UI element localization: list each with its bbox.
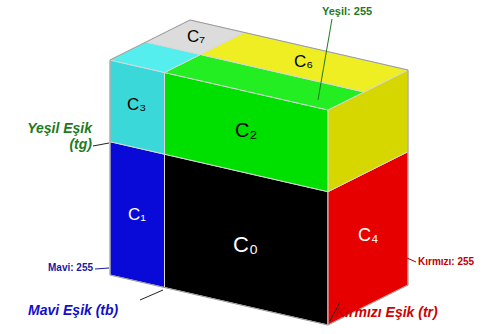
leader-line (407, 258, 416, 262)
cube-cell (201, 33, 409, 93)
leader-line (318, 19, 332, 100)
cell-label: C₂ (235, 119, 257, 142)
cell-label: C₄ (358, 225, 378, 246)
axis-max-label: Mavi: 255 (48, 262, 93, 274)
threshold-label: Yeşil Eşik (tg) (14, 120, 92, 152)
cell-label: C₇ (187, 27, 205, 47)
cube-outline (110, 20, 408, 325)
cell-label: C₀ (233, 232, 258, 257)
axis-max-label: Yeşil: 255 (322, 5, 372, 18)
cube-cell (146, 20, 245, 55)
cell-label: C₁ (128, 205, 146, 225)
leader-line (93, 143, 109, 146)
threshold-label: Mavi Eşik (tb) (28, 302, 118, 318)
cube-cell (110, 142, 165, 288)
leader-line (140, 290, 163, 300)
threshold-label: Kırmızı Eşik (tr) (335, 304, 438, 320)
cell-label: C₃ (127, 95, 146, 115)
leader-line (95, 268, 109, 269)
axis-max-label: Kırmızı: 255 (418, 256, 474, 268)
cube-cell (110, 60, 165, 154)
cell-label: C₆ (294, 52, 313, 72)
